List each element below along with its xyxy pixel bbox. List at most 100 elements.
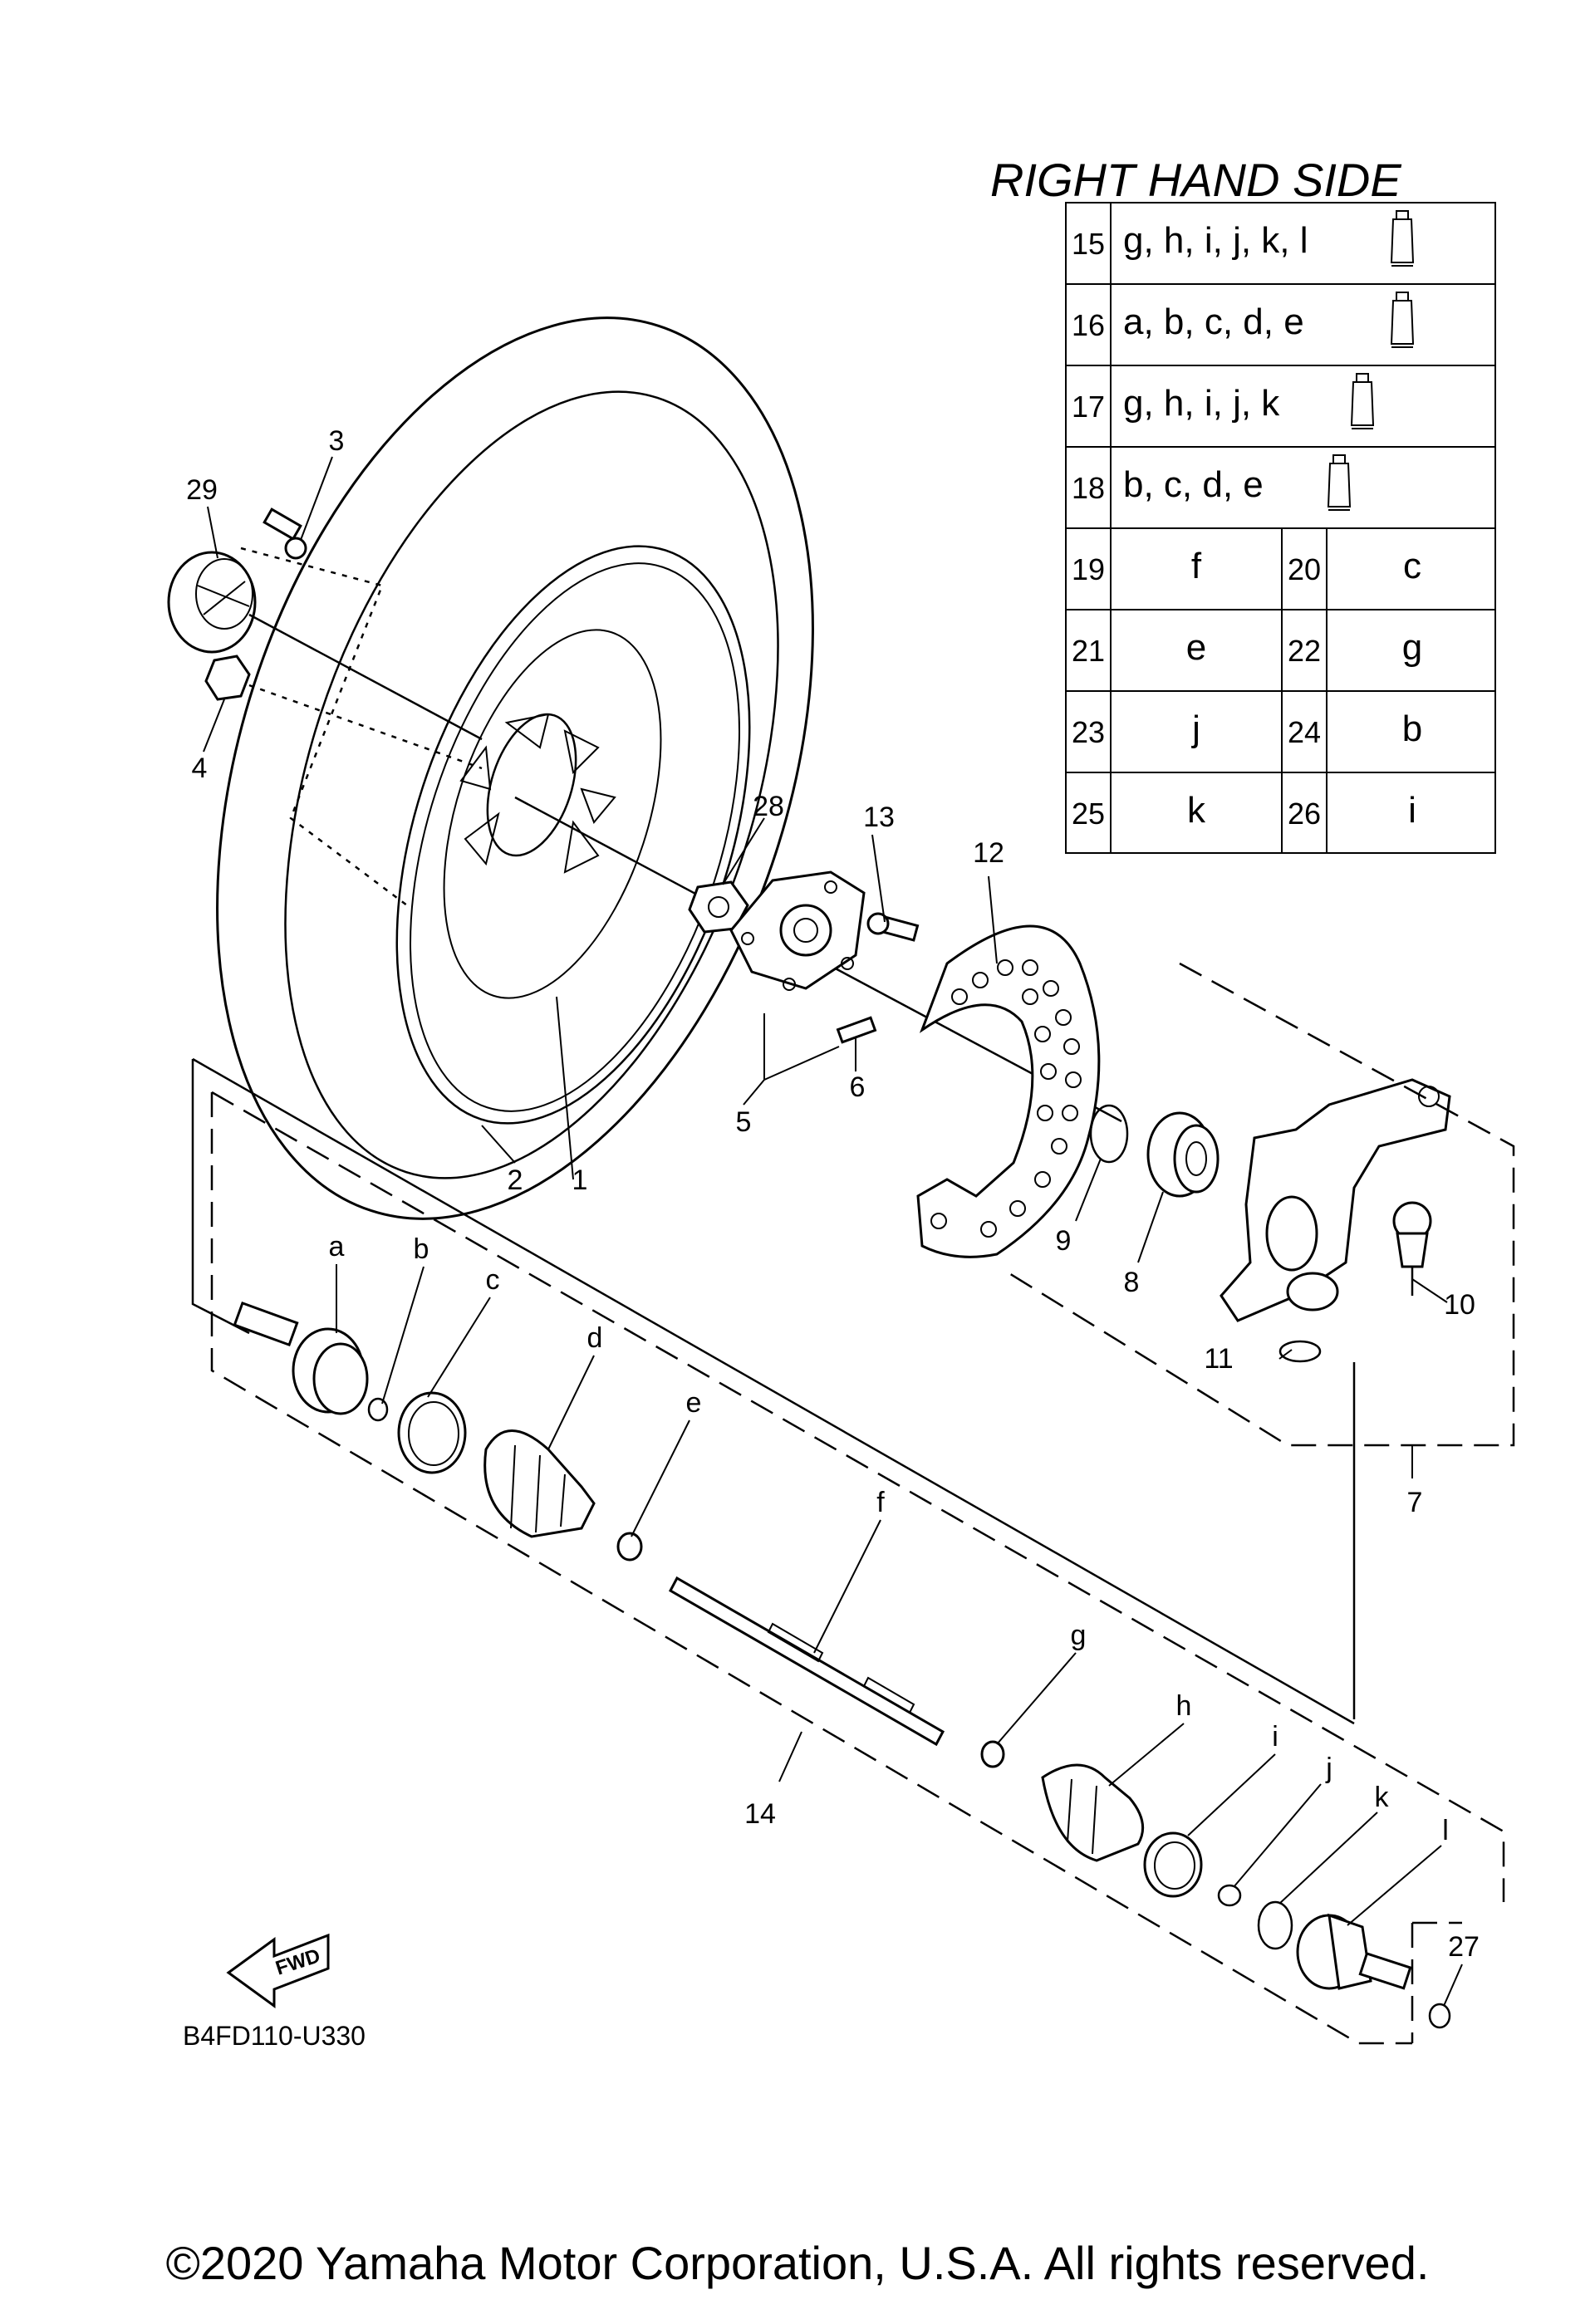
wheel-hub-flange [729,870,866,991]
pair-row-number: 25 [1072,797,1105,831]
callout-h: h [1176,1690,1192,1722]
circlip-b [367,1397,389,1422]
outer-cv-joint [233,1301,369,1415]
pair-row-part: f [1191,546,1202,586]
steering-knuckle [1220,1078,1451,1322]
drive-shaft-group-outline-bottom [210,1092,1412,2045]
pair-row-number: 23 [1072,715,1105,749]
callout-i: i [1272,1721,1278,1753]
callout-3: 3 [329,425,345,457]
kit-row-parts: g, h, i, j, k, l [1123,220,1308,261]
table-title: RIGHT HAND SIDE [990,154,1401,206]
grease-tube-icon [1328,454,1351,511]
drive-shaft-bracket [191,1057,1355,1725]
pair-row-part: b [1402,708,1422,749]
boot-inner [1041,1763,1145,1862]
callout-l: l [1442,1815,1449,1846]
callout-13: 13 [863,802,895,833]
callout-8: 8 [1124,1267,1140,1298]
callout-12: 12 [973,837,1004,869]
diagram-code: B4FD110-U330 [183,2021,366,2051]
kit-row-number: 18 [1072,471,1105,505]
callout-2: 2 [508,1164,523,1196]
disc-bolt [866,912,920,942]
callout-27: 27 [1448,1931,1480,1963]
callout-29: 29 [186,474,218,506]
callout-j: j [1325,1753,1332,1784]
boot-outer [483,1429,596,1538]
fwd-arrow-icon: FWD [226,1933,330,2008]
tire [216,316,814,1220]
callout-9: 9 [1056,1225,1072,1257]
pair-row-part: k [1187,790,1206,831]
callout-7: 7 [1407,1487,1423,1518]
drive-shaft [668,1576,945,1747]
pair-row-part: c [1403,546,1421,586]
boot-band-small-inner [980,1740,1005,1768]
brake-disc [916,924,1101,1258]
drive-shaft-group-outline-top [211,1091,1505,1902]
kit-row-number: 17 [1072,390,1105,424]
pair-row-number: 19 [1072,552,1105,586]
hub-bolt [836,1016,877,1044]
grease-tube-icon [1391,210,1414,267]
callout-11: 11 [1204,1343,1233,1375]
inner-cv-joint [1296,1913,1412,1990]
copyright-notice: ©2020 Yamaha Motor Corporation, U.S.A. A… [165,2237,1430,2289]
o-ring [1257,1900,1293,1950]
callout-e: e [686,1387,702,1419]
circlip [1278,1340,1322,1363]
wheel-bearing [1146,1111,1220,1198]
callout-a: a [329,1231,345,1263]
callout-4: 4 [192,753,208,784]
boot-band-small [616,1532,643,1562]
callout-5: 5 [736,1106,752,1138]
right-hand-side-table: RIGHT HAND SIDE 15 g, h, i, j, k, l 16 a… [990,154,1496,854]
pair-row-part: j [1190,708,1200,749]
pair-row-number: 26 [1288,797,1321,831]
callout-6: 6 [850,1071,866,1103]
knuckle-group-outline [1004,962,1515,1447]
callout-leaders [203,456,1463,2007]
callout-labels: 3 29 4 28 13 12 6 5 2 1 9 8 10 11 7 a b … [186,425,1480,1963]
pair-row-number: 22 [1288,634,1321,668]
callout-b: b [414,1233,429,1265]
tire-wheel-assembly [216,316,814,1220]
pair-row-number: 24 [1288,715,1321,749]
callout-c: c [486,1264,500,1296]
grease-tube-icon [1351,373,1374,429]
pair-row-number: 21 [1072,634,1105,668]
callout-d: d [587,1322,603,1354]
callout-10: 10 [1444,1289,1475,1321]
circlip-j [1217,1884,1242,1907]
pair-row-part: g [1402,627,1422,668]
snap-ring [1089,1104,1129,1164]
callout-f: f [876,1487,885,1518]
kit-row-parts: g, h, i, j, k [1123,383,1280,424]
tire-sidewall [284,390,779,1179]
callout-14: 14 [744,1798,776,1830]
boot-band-inner-large [1143,1831,1203,1898]
grease-tube-icon [1391,292,1414,348]
wheel-cap [167,551,257,654]
pair-row-number: 20 [1288,552,1321,586]
callout-k: k [1375,1782,1390,1813]
circlip-27 [1428,2003,1451,2029]
wheel-nut [204,655,251,701]
pair-row-part: i [1408,790,1416,831]
kit-row-parts: b, c, d, e [1123,464,1264,505]
callout-1: 1 [572,1164,588,1196]
ball-joint [1392,1201,1432,1296]
wheel-hub [486,713,577,857]
valve-leader-line [240,547,408,906]
wheel-spoke-ring [443,629,662,999]
boot-band-large [397,1391,467,1474]
kit-row-number: 15 [1072,227,1105,261]
callout-g: g [1071,1620,1087,1651]
kit-row-parts: a, b, c, d, e [1123,302,1304,342]
valve-stem [263,507,307,560]
callout-28: 28 [753,791,784,822]
kit-row-number: 16 [1072,308,1105,342]
pair-row-part: e [1186,627,1206,668]
